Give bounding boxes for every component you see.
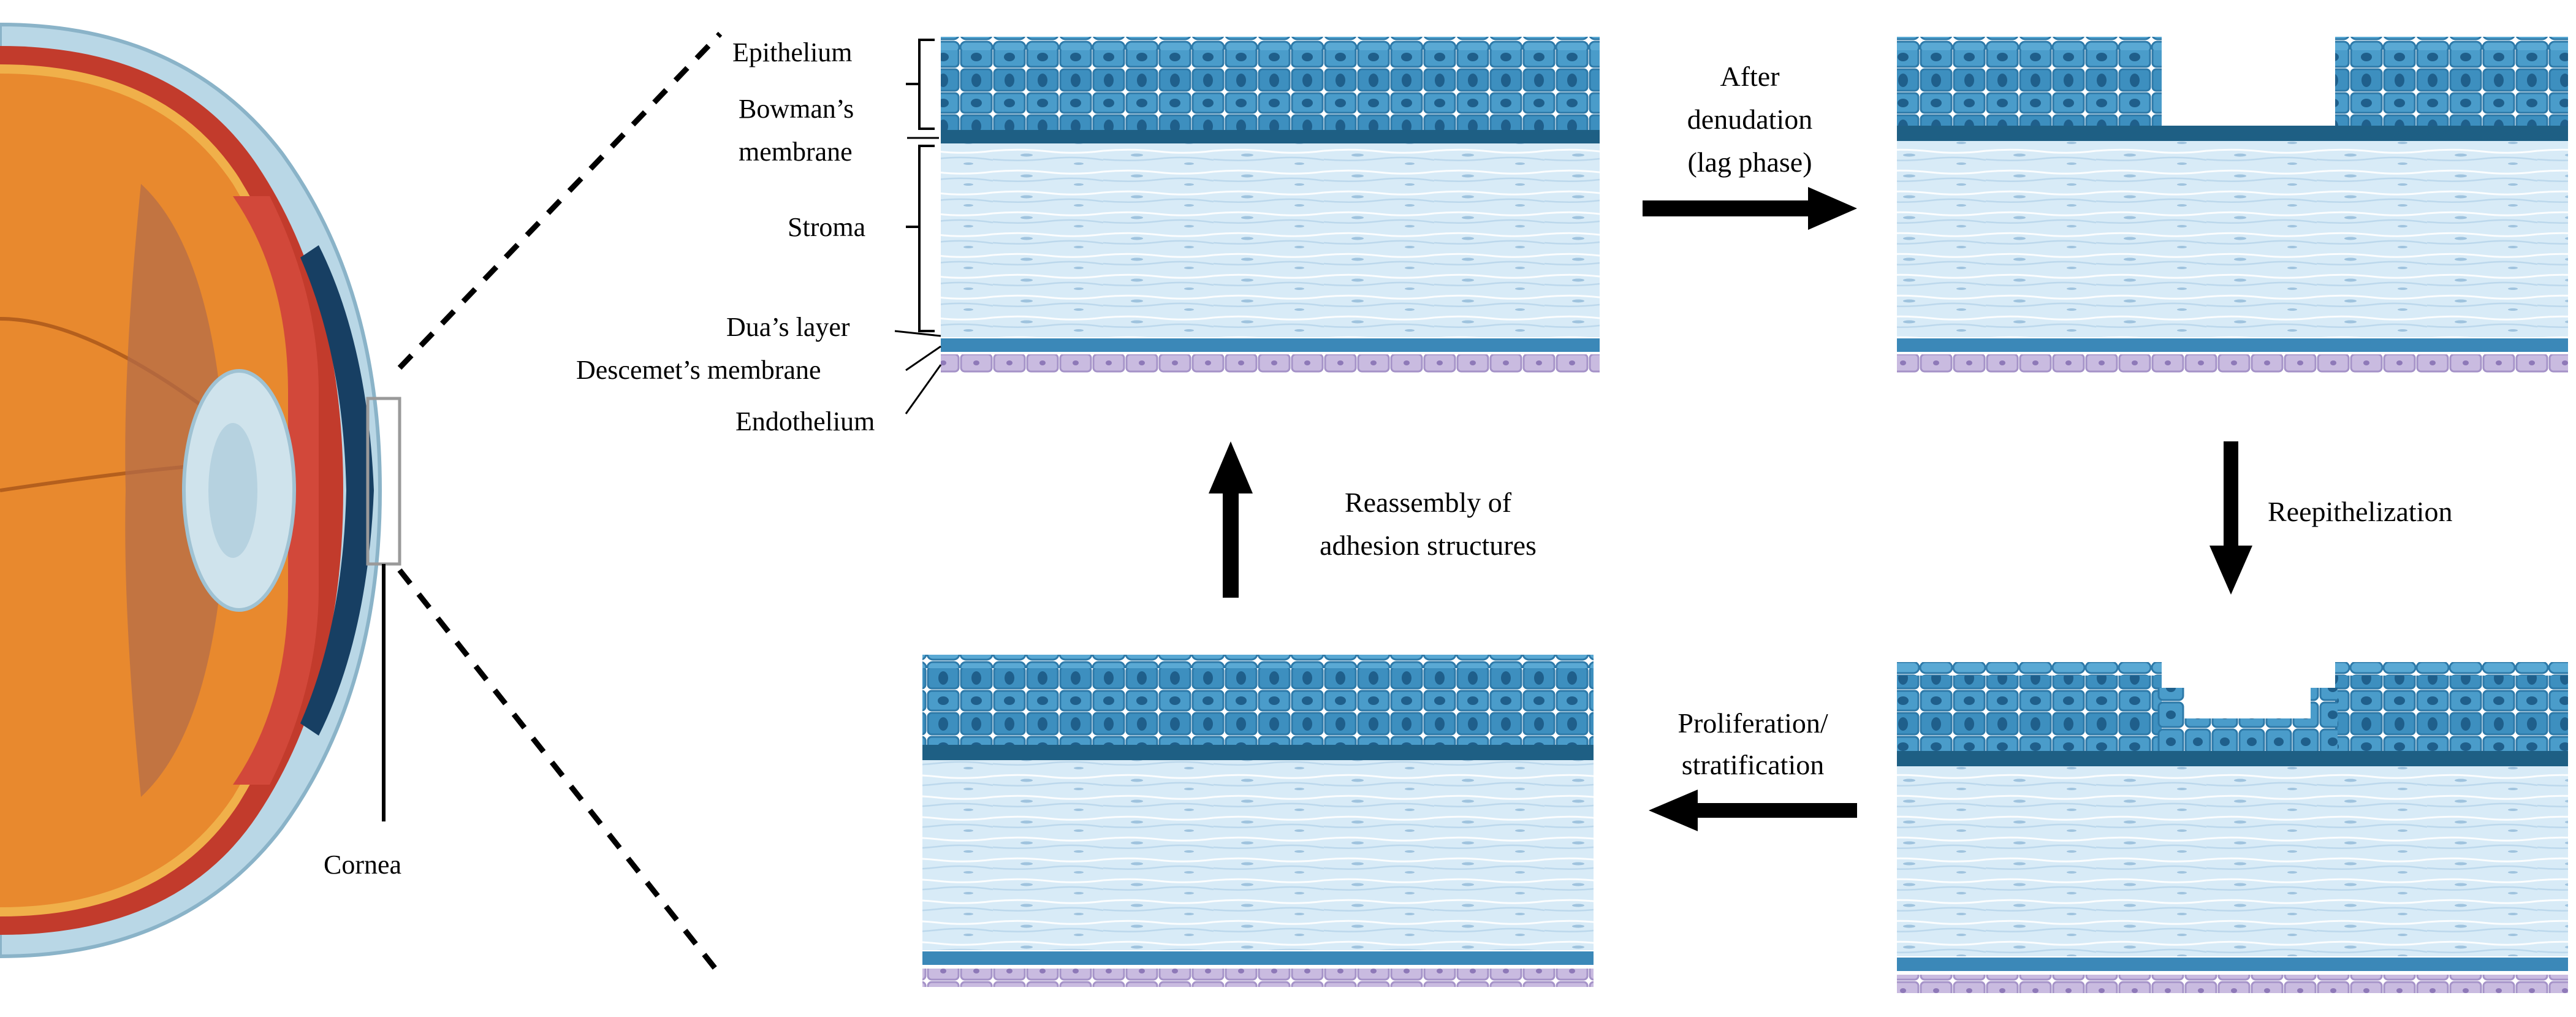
epithelium-label: Epithelium: [732, 37, 853, 67]
endothelium-pointer: [905, 364, 942, 414]
zoom-line-bottom: [397, 568, 723, 977]
dua-layer-label: Dua’s layer: [726, 312, 850, 342]
proliferation-label-1: Proliferation/: [1677, 707, 1828, 739]
descemet-pointer: [905, 345, 941, 371]
panel-reepithelization: [1897, 662, 2568, 993]
panel-after-denudation: [1897, 37, 2568, 373]
dua-pointer: [894, 330, 941, 337]
descemet-membrane: [941, 338, 1600, 352]
reepithelization-label: Reepithelization: [2268, 496, 2452, 527]
epithelium-top-row: [941, 37, 1600, 50]
proliferation-label-2: stratification: [1682, 749, 1824, 780]
epithelium-bracket: [906, 39, 935, 130]
eye-cross-section: [0, 22, 382, 959]
descemet-label: Descemet’s membrane: [576, 355, 821, 385]
bowman-label-1: Bowman’s: [739, 94, 854, 124]
reassembly-label-2: adhesion structures: [1320, 530, 1537, 561]
step-labels: After denudation (lag phase) Reepitheliz…: [1320, 61, 2452, 780]
after-label-2: denudation: [1687, 104, 1812, 135]
cornea-label: Cornea: [324, 850, 401, 880]
stroma-bracket: [906, 145, 935, 332]
endothelium-label: Endothelium: [735, 406, 875, 436]
epithelium-layer: [941, 50, 1600, 130]
panel-intact-cornea: [941, 37, 1600, 373]
stroma-layer: [941, 143, 1600, 337]
after-label-1: After: [1720, 61, 1779, 92]
zoom-line-top: [397, 31, 723, 370]
layer-labels: Epithelium Bowman’s membrane Stroma Dua’…: [576, 37, 942, 436]
bowman-label-2: membrane: [739, 137, 853, 167]
stroma-label: Stroma: [788, 212, 865, 242]
bowman-membrane: [941, 130, 1600, 143]
panel-proliferation: [922, 655, 1594, 987]
endothelium-layer: [941, 354, 1600, 373]
after-label-3: (lag phase): [1687, 147, 1812, 178]
process-arrows: [1209, 187, 2252, 831]
reassembly-label-1: Reassembly of: [1345, 487, 1512, 518]
